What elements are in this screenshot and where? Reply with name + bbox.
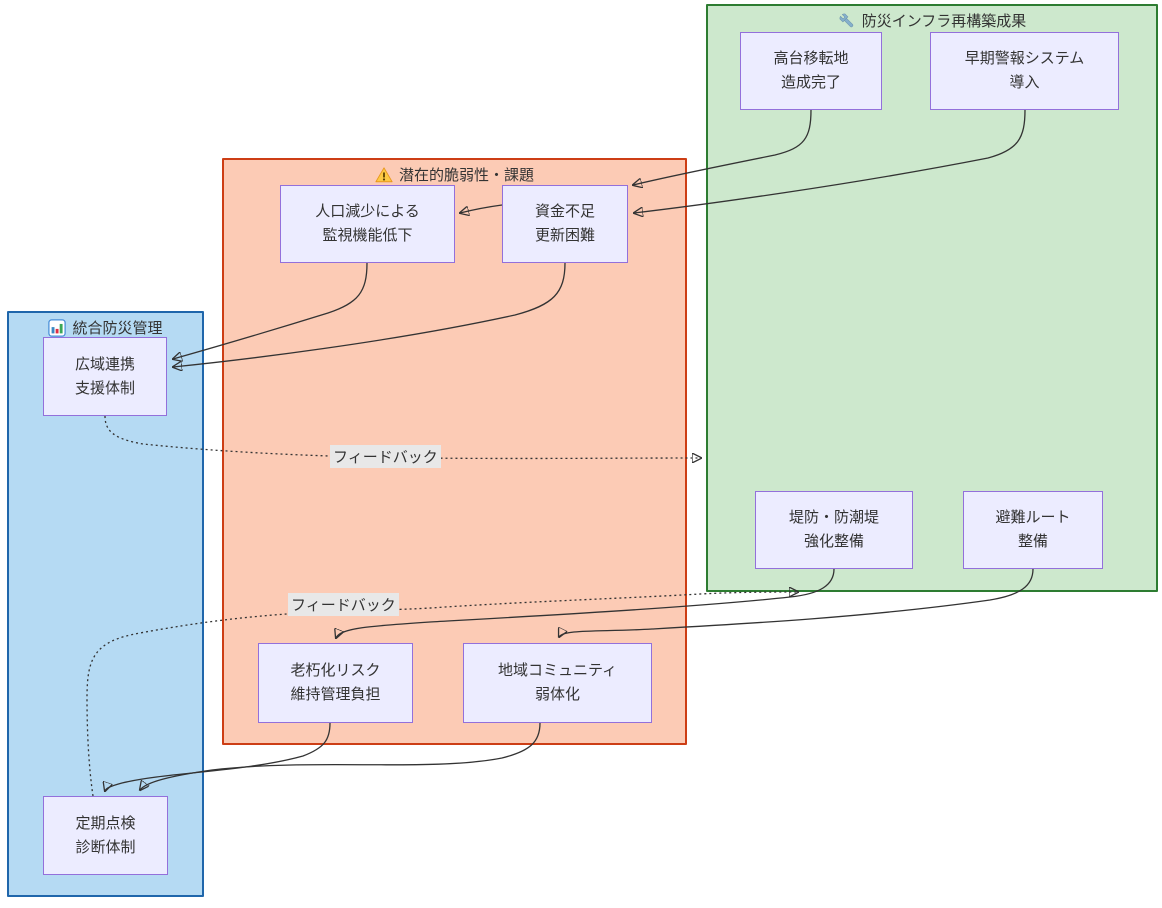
node-shikin-busoku: 資金不足 更新困難 [502,185,628,263]
edge-teibou-to-roukyuu [336,568,835,638]
group-title-infra: 防災インフラ再構築成果 [708,10,1156,31]
node-label-line: 監視機能低下 [322,227,413,244]
edge-chiiki-to-teiki [140,722,541,790]
node-label-line: 地域コミュニティ [497,662,618,679]
group-title-vulnerability: 潜在的脆弱性・課題 [224,164,685,185]
node-roukyuuka-risk: 老朽化リスク 維持管理負担 [258,643,413,723]
node-kouiki-renkei: 広域連携 支援体制 [43,337,167,416]
edge-soukei-to-shikin [634,109,1026,213]
edge-label-feedback-upper: フィードバック [330,445,441,468]
node-label-line: 弱体化 [534,686,580,703]
warning-icon [375,166,393,182]
bar-chart-icon [48,318,67,337]
group-title-text: 防災インフラ再構築成果 [861,13,1027,30]
group-title-management: 統合防災管理 [9,317,202,338]
node-teiki-tenken: 定期点検 診断体制 [43,796,168,875]
node-soukikeiho-system: 早期警報システム 導入 [930,32,1119,110]
node-label-line: 整備 [1017,533,1048,550]
edge-label-feedback-lower: フィードバック [288,593,399,616]
edge-takadai-to-shikin [633,109,812,185]
edge-hinan-to-chiiki [559,568,1034,637]
node-teibou-bouchoutei: 堤防・防潮堤 強化整備 [755,491,913,569]
node-label-line: 診断体制 [75,838,136,856]
node-jinkou-genshou: 人口減少による 監視機能低下 [280,185,455,263]
edge-shikin-to-kouiki [173,262,566,367]
node-label-line: 避難ルート [995,509,1071,526]
edge-jinkou-to-kouiki [173,262,368,359]
node-label-line: 支援体制 [74,379,135,397]
node-label-line: 造成完了 [780,74,841,91]
node-label-line: 老朽化リスク [290,662,381,679]
group-title-text: 潜在的脆弱性・課題 [398,167,534,184]
node-label-line: 高台移転地 [773,50,849,67]
edge-shikin-to-jinkou [460,204,503,213]
node-takadai-iten: 高台移転地 造成完了 [740,32,882,110]
node-label-line: 強化整備 [803,533,864,550]
node-label-line: 維持管理負担 [290,686,381,703]
node-label-line: 広域連携 [74,355,135,373]
node-label-line: 導入 [1009,74,1040,91]
edge-kouiki-feedback-to-infra [104,415,701,458]
node-label-line: 早期警報システム [964,50,1085,67]
wrench-icon [839,13,853,27]
node-label-line: 更新困難 [534,227,595,244]
edge-teiki-feedback-to-infra [86,592,798,797]
group-title-text: 統合防災管理 [72,320,163,337]
node-label-line: 資金不足 [534,203,595,220]
edge-roukyuu-to-teiki [105,722,331,791]
node-label-line: 定期点検 [75,814,136,832]
node-label-line: 堤防・防潮堤 [788,509,879,526]
node-hinan-route: 避難ルート 整備 [963,491,1103,569]
node-chiiki-community: 地域コミュニティ 弱体化 [463,643,652,723]
node-label-line: 人口減少による [315,203,420,220]
